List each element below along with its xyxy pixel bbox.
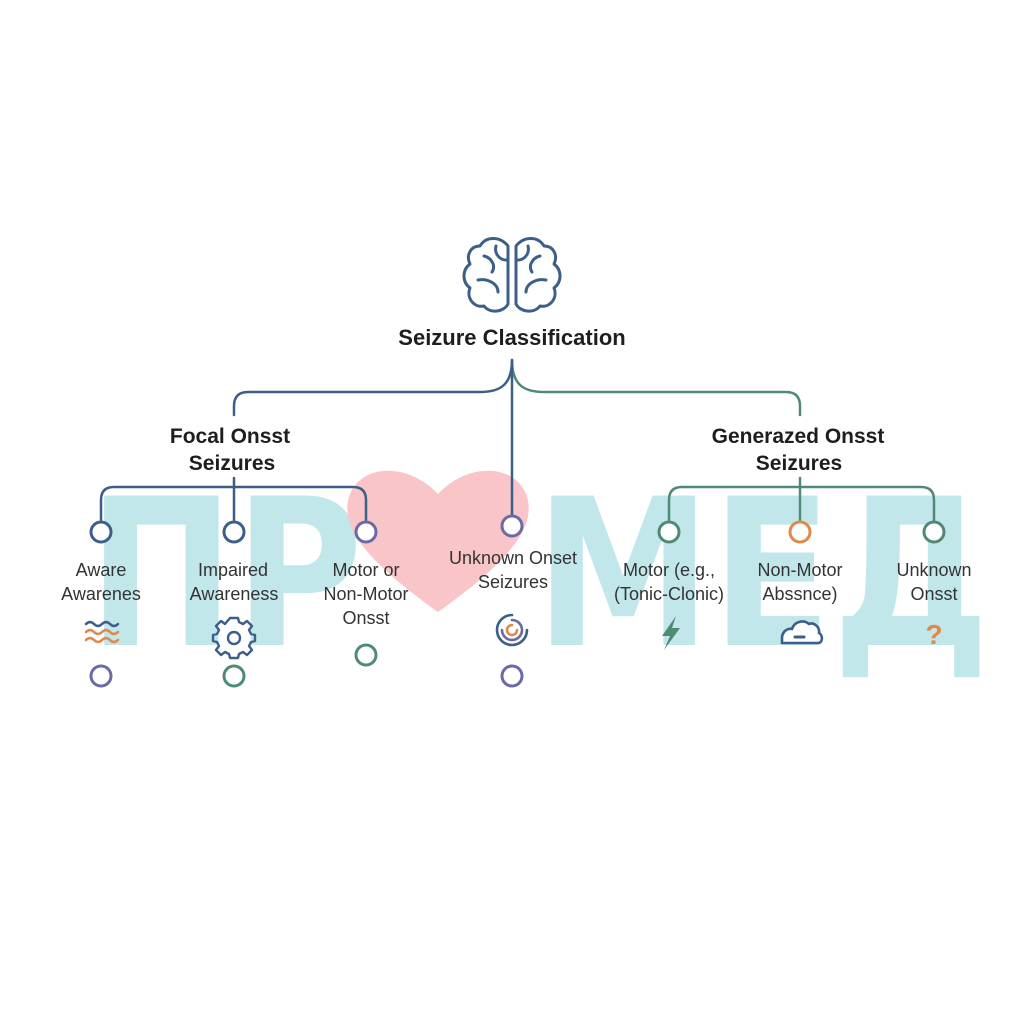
- generalized-onset-label-line2: Seizures: [756, 452, 842, 475]
- question-icon: ?: [925, 619, 942, 650]
- leaf-motor-line1: Motor or: [332, 560, 399, 580]
- leaf-unknown-onset-line1: Unknown Onset: [449, 548, 577, 568]
- focal-onset-label-line2: Seizures: [189, 452, 275, 475]
- node-generalized-unknown: [922, 520, 946, 544]
- gear-icon: [211, 616, 257, 660]
- leaf-unknown-onset-line2: Seizures: [478, 572, 548, 592]
- leaf-motor-line3: Onsst: [342, 608, 389, 628]
- terminal-node-unknown: [500, 664, 524, 688]
- watermark-text-right: МЕД: [535, 456, 990, 694]
- watermark-heart-icon: [347, 470, 529, 612]
- lightning-icon: [662, 616, 680, 650]
- leaf-gen-unknown-line1: Unknown: [896, 560, 971, 580]
- connector-generalized-bar: [667, 485, 936, 522]
- spiral-icon: [495, 613, 529, 647]
- leaf-motor-line2: Non-Motor: [323, 584, 408, 604]
- terminal-node-impaired: [222, 664, 246, 688]
- leaf-aware-line2: Awarenes: [61, 584, 141, 604]
- node-aware-awareness: [89, 520, 113, 544]
- leaf-gen-unknown-line2: Onsst: [910, 584, 957, 604]
- node-impaired-awareness: [222, 520, 246, 544]
- leaf-gen-nonmotor-line1: Non-Motor: [757, 560, 842, 580]
- leaf-gen-motor-line2: (Tonic-Clonic): [614, 584, 724, 604]
- focal-onset-label-line1: Focal Onsst: [170, 425, 290, 448]
- watermark-text-left: ПР: [88, 456, 363, 694]
- nodes: [89, 514, 946, 544]
- terminal-nodes: [89, 643, 524, 688]
- terminal-node-aware: [89, 664, 113, 688]
- leaf-aware-line1: Aware: [76, 560, 127, 580]
- node-generalized-non-motor: [788, 520, 812, 544]
- leaf-impaired-line1: Impaired: [198, 560, 268, 580]
- connectors: [99, 358, 936, 522]
- diagram-title: Seizure Classification: [398, 325, 625, 350]
- waves-icon: [84, 620, 120, 644]
- leaf-gen-motor-line1: Motor (e.g.,: [623, 560, 715, 580]
- node-generalized-motor: [657, 520, 681, 544]
- connector-title-generalized: [510, 358, 802, 417]
- leaf-impaired-line2: Awareness: [190, 584, 279, 604]
- terminal-node-motor: [354, 643, 378, 667]
- generalized-onset-label-line1: Generazed Onsst: [712, 425, 885, 448]
- node-unknown-onset: [500, 514, 524, 538]
- node-motor-non-motor: [354, 520, 378, 544]
- cloud-icon: [780, 620, 824, 645]
- brain-icon: [462, 237, 562, 313]
- watermark: ПР МЕД: [88, 456, 990, 694]
- connector-title-focal: [232, 358, 514, 417]
- leaf-gen-nonmotor-line2: Abssnce): [762, 584, 837, 604]
